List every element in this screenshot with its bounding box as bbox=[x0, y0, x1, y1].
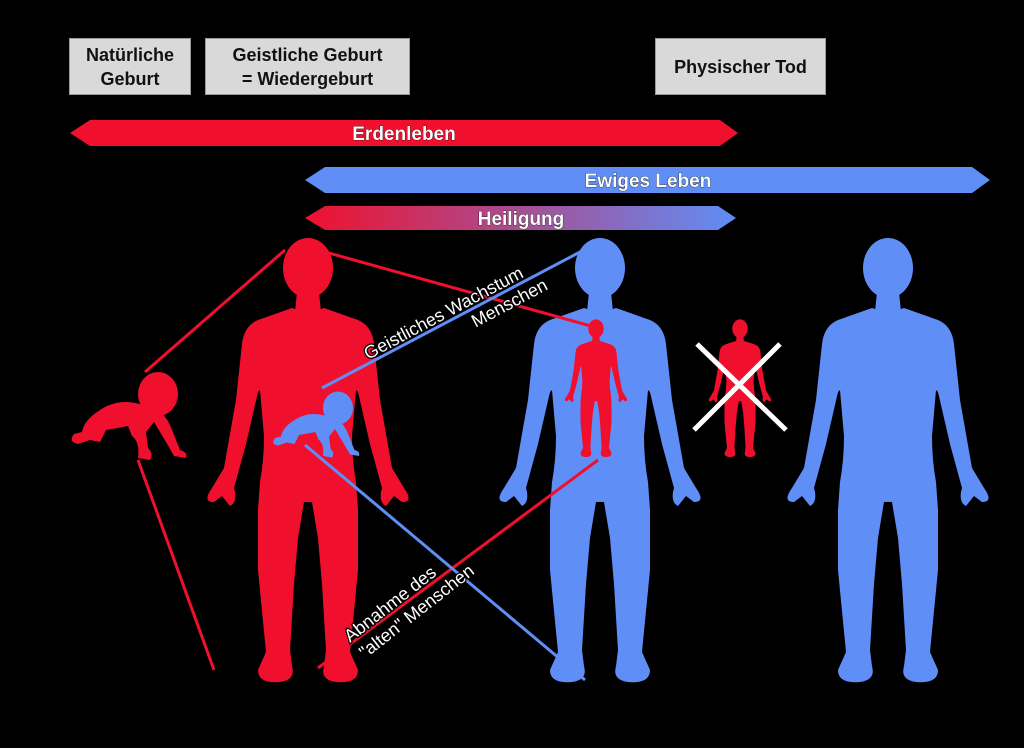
sanctification-label: Heiligung bbox=[478, 209, 565, 230]
spiritual-birth-line2: = Wiedergeburt bbox=[241, 68, 374, 89]
eternal-life-label: Ewiges Leben bbox=[585, 171, 712, 192]
eternal-life-band: Ewiges Leben bbox=[305, 167, 990, 193]
physical-death-text: Physischer Tod bbox=[674, 56, 807, 77]
decline-annotation: Abnahme des "alten" Menschen bbox=[339, 559, 479, 663]
natural-birth-line2: Geburt bbox=[100, 68, 160, 89]
natural-birth-line1: Natürliche bbox=[85, 44, 175, 65]
physical-death-label: Physischer Tod bbox=[655, 38, 826, 95]
natural-birth-label: Natürliche Geburt bbox=[69, 38, 191, 95]
sanctification-band: Heiligung bbox=[305, 206, 736, 230]
earth-life-label: Erdenleben bbox=[352, 124, 455, 145]
eternal-adult-figure-icon bbox=[787, 238, 989, 683]
connector-lines bbox=[136, 243, 599, 682]
earth-life-band: Erdenleben bbox=[70, 120, 738, 146]
spiritual-birth-line1: Geistliche Geburt bbox=[232, 44, 383, 65]
spiritual-birth-label: Geistliche Geburt = Wiedergeburt bbox=[205, 38, 410, 95]
renewed-adult-figure-icon bbox=[499, 238, 701, 683]
x-mark-icon bbox=[692, 342, 788, 432]
natural-baby-icon bbox=[71, 372, 187, 460]
